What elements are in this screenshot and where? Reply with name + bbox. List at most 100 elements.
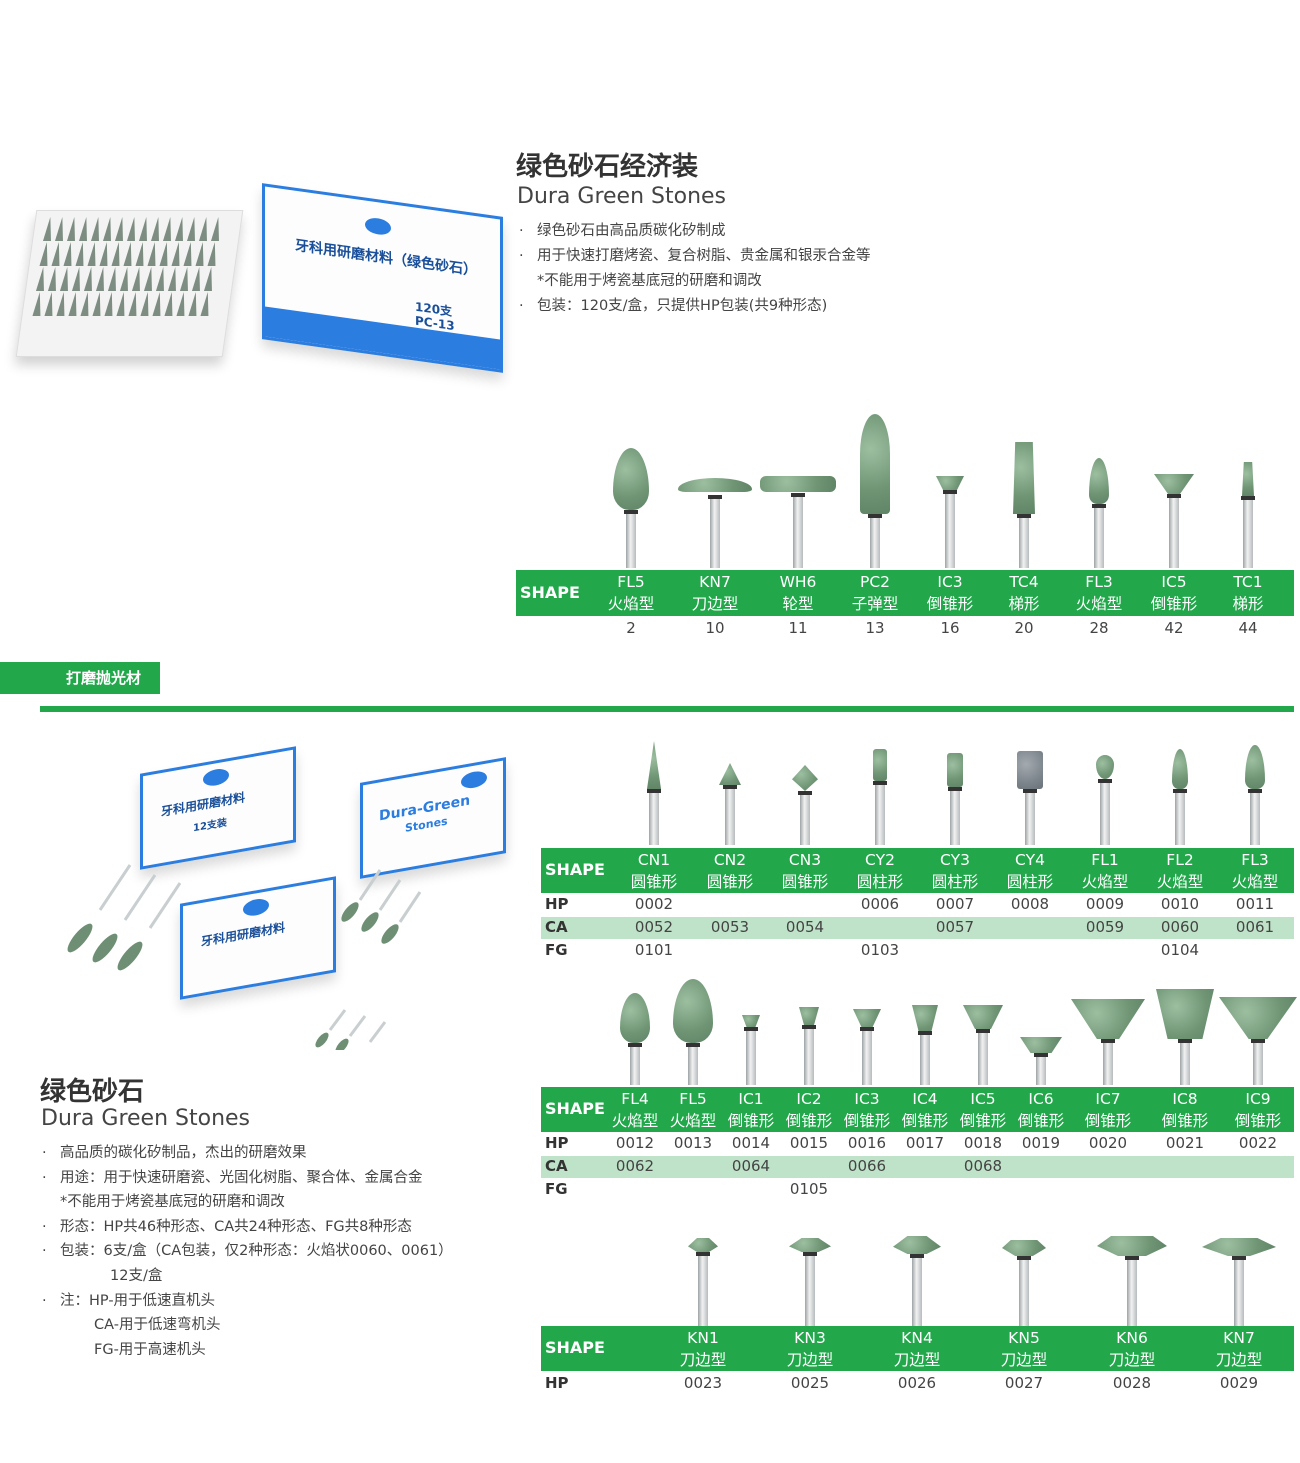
product-box-120: 牙科用研磨材料（绿色砂石） 120支 PC-13	[262, 183, 503, 373]
shape-code: FL3	[1085, 573, 1113, 591]
section1-title-cn: 绿色砂石经济装	[516, 152, 699, 182]
item-number: 44	[1238, 619, 1258, 637]
ca-code: 0057	[935, 918, 975, 936]
shape-cn: 倒锥形	[785, 1112, 833, 1130]
hp-code: 0015	[789, 1134, 829, 1152]
shape-code: PC2	[859, 573, 891, 591]
shank	[688, 1047, 698, 1085]
bur-fl3-icon	[1245, 745, 1265, 789]
item-number: 13	[865, 619, 885, 637]
bur-ic2-icon	[799, 1007, 819, 1025]
collar	[1017, 1256, 1031, 1260]
bur-fl5-icon	[613, 448, 649, 510]
ca-code: 0061	[1235, 918, 1275, 936]
bur-fl5-icon	[673, 979, 713, 1043]
hp-code: 0011	[1235, 895, 1275, 913]
collar	[860, 1027, 874, 1031]
hp-code: 0026	[897, 1374, 937, 1392]
shank	[793, 497, 803, 568]
bullet-note: *不能用于烤瓷基底冠的研磨和调改	[537, 273, 762, 289]
collar	[910, 1254, 924, 1258]
shape-code: FL1	[1091, 851, 1119, 869]
item-number: 11	[788, 619, 808, 637]
bullet-item: 用途：用于快速研磨瓷、光固化树脂、聚合体、金属合金	[42, 1166, 453, 1191]
hp-code: 0022	[1238, 1134, 1278, 1152]
shape-cn: 刀边型	[786, 1351, 834, 1369]
bur-fl4-icon	[620, 993, 650, 1043]
ca-code: 0053	[710, 918, 750, 936]
bullet-item: 绿色砂石由高品质碳化矽制成	[519, 219, 871, 244]
collar	[1251, 1039, 1265, 1043]
shank	[1234, 1260, 1244, 1326]
fg-code: 0101	[634, 941, 674, 959]
shape-code: CN2	[713, 851, 747, 869]
shape-code: KN7	[699, 573, 731, 591]
shape-cn: 火焰型	[1081, 873, 1129, 891]
shape-cn: 倒锥形	[1150, 595, 1198, 613]
hp-code: 0017	[905, 1134, 945, 1152]
shape-cn: 刀边型	[1215, 1351, 1263, 1369]
shape-code: KN4	[901, 1329, 933, 1347]
bur-kn7-icon	[678, 478, 752, 492]
shape-cn: 圆锥形	[706, 873, 754, 891]
ca-code: 0064	[731, 1157, 771, 1175]
shank	[1180, 1043, 1190, 1085]
shape-code: IC4	[912, 1090, 938, 1108]
ca-row-band	[541, 1156, 1294, 1178]
shank	[920, 1035, 930, 1085]
bur-cn3-icon	[792, 765, 818, 791]
fg-code: 0105	[789, 1180, 829, 1198]
burs-row-table3	[541, 1222, 1294, 1326]
collar	[948, 787, 962, 791]
box-label: 牙科用研磨材料	[161, 790, 246, 820]
shape-cn: 圆锥形	[781, 873, 829, 891]
shape-code: KN6	[1116, 1329, 1148, 1347]
bur-fl3-icon	[1089, 458, 1109, 504]
shape-label: SHAPE	[545, 1338, 605, 1357]
hp-code: 0006	[860, 895, 900, 913]
bullet-item: 注：HP-用于低速直机头	[42, 1289, 453, 1314]
collar	[802, 1025, 816, 1029]
item-number: 42	[1164, 619, 1184, 637]
shank	[800, 795, 810, 845]
item-number: 20	[1014, 619, 1034, 637]
code-rows-table3: HP 0023 0025 0026 0027 0028 0029	[541, 1374, 1294, 1396]
shank	[1094, 508, 1104, 568]
shape-code: IC6	[1028, 1090, 1054, 1108]
bur-kn3-icon	[789, 1238, 831, 1252]
row-label-fg: FG	[545, 1180, 568, 1198]
collar	[628, 1043, 642, 1047]
hp-code: 0007	[935, 895, 975, 913]
bur-cn2-icon	[719, 763, 741, 785]
shape-code: FL5	[617, 573, 645, 591]
shank	[1019, 518, 1029, 568]
bur-ic1-icon	[742, 1015, 760, 1027]
shank	[1250, 793, 1260, 845]
shape-cn: 倒锥形	[926, 595, 974, 613]
shape-cn: 火焰型	[611, 1112, 659, 1130]
shape-label: SHAPE	[545, 860, 605, 879]
brand-logo-icon	[461, 769, 487, 791]
bullet-item: 形态：HP共46种形态、CA共24种形态、FG共8种形态	[42, 1215, 453, 1240]
bullet-item: 用于快速打磨烤瓷、复合树脂、贵金属和银汞合金等	[519, 244, 871, 269]
bur-ic3-icon	[936, 476, 964, 490]
shank	[710, 499, 720, 568]
row-label-ca: CA	[545, 918, 568, 936]
bur-kn5-icon	[1002, 1240, 1046, 1256]
row-label-hp: HP	[545, 895, 569, 913]
hp-code: 0013	[673, 1134, 713, 1152]
